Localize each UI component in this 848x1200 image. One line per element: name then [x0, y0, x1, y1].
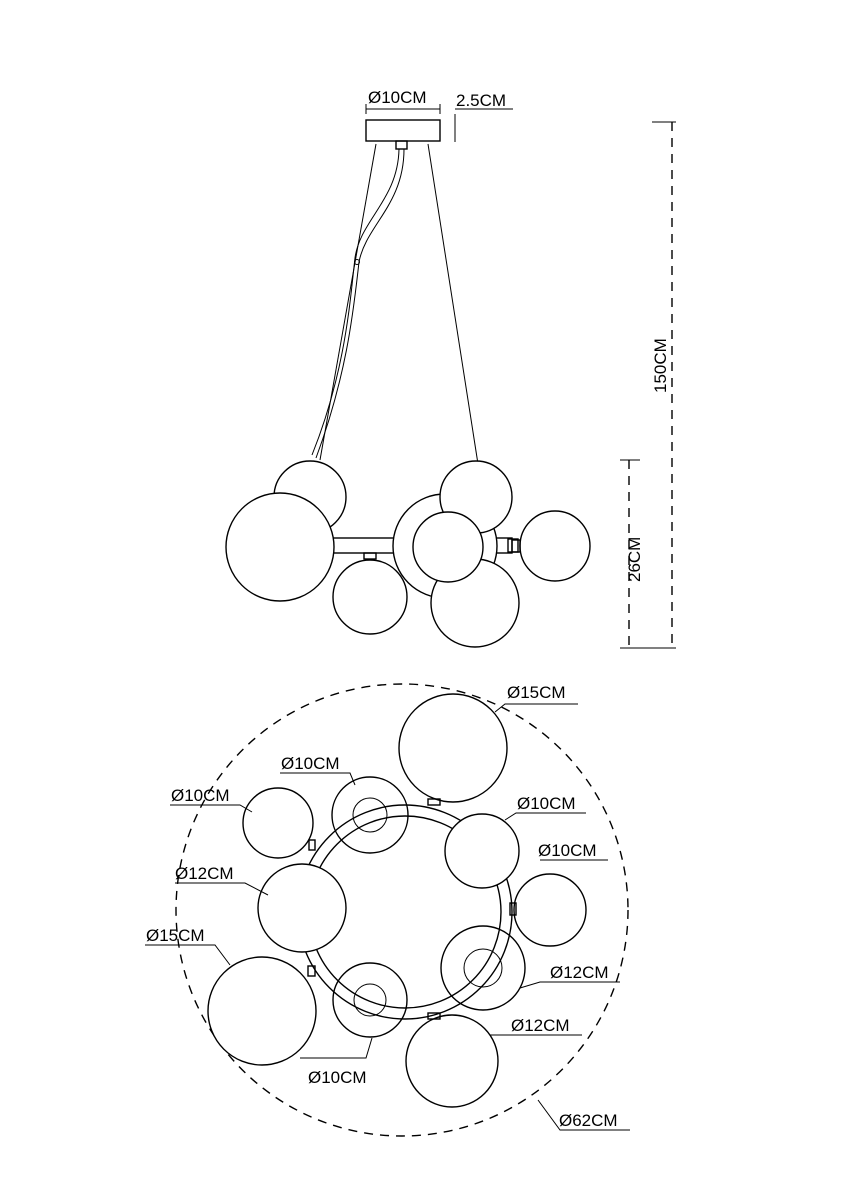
socket-bottom — [427, 1012, 441, 1020]
globe-top-hidden-upper — [331, 776, 409, 854]
label-globe-right: Ø10CM — [538, 841, 597, 860]
socket-mid — [363, 552, 377, 560]
label-globe-left-mid: Ø12CM — [175, 864, 234, 883]
canopy-height-label: 2.5CM — [456, 91, 506, 110]
label-globe-upper-mid: Ø10CM — [281, 754, 340, 773]
cord-clip — [354, 259, 360, 265]
leader-globe-upper-mid — [280, 772, 356, 786]
leader-globe-top-large — [494, 703, 578, 713]
leader-overall-diameter — [537, 1099, 630, 1131]
body-height-label: 26CM — [625, 537, 644, 582]
leader-globe-right-upper — [504, 812, 586, 821]
leader-globe-upper-left — [170, 804, 253, 813]
total-height-label: 150CM — [651, 338, 670, 393]
socket-top — [427, 798, 441, 806]
globe-top-upper-left — [242, 787, 314, 859]
leader-globe-left-large — [145, 944, 231, 966]
globe-top-right-upper — [444, 813, 520, 889]
canopy — [365, 119, 441, 142]
suspension-cable-right — [427, 143, 479, 465]
socket-right — [511, 539, 521, 553]
top-view: Ø15CM Ø10CM Ø10CM Ø10CM Ø10CM Ø12CM Ø15C… — [145, 683, 630, 1137]
globe-top-right — [513, 873, 587, 947]
leader-globe-right-lower — [519, 981, 620, 989]
power-cord — [311, 148, 405, 459]
label-globe-bottom-right: Ø12CM — [511, 1016, 570, 1035]
globe-top-bottom-right — [405, 1014, 499, 1108]
globe-top-hidden-right-inner — [463, 948, 503, 988]
label-globe-right-lower: Ø12CM — [550, 963, 609, 982]
globe-top-large-left — [207, 956, 317, 1066]
globe-top-hidden-bottom — [332, 962, 408, 1038]
globe-top-hidden-upper-inner — [352, 797, 388, 833]
label-globe-top-large: Ø15CM — [507, 683, 566, 702]
leader-globe-left-mid — [175, 882, 269, 896]
arm-end-cap — [507, 538, 519, 553]
socket-right — [509, 902, 517, 916]
globe-top-large-top — [398, 693, 508, 803]
label-globe-left-large: Ø15CM — [146, 926, 205, 945]
globe-side-mid-front — [412, 511, 484, 583]
overall-diameter-outline — [175, 683, 629, 1137]
label-globe-bottom: Ø10CM — [308, 1068, 367, 1087]
side-view: Ø10CM 2.5CM 150CM 26CM — [225, 88, 676, 649]
globe-side-far-right — [519, 510, 591, 582]
canopy-connector — [395, 140, 408, 150]
leader-globe-bottom — [300, 1037, 373, 1059]
label-overall-diameter: Ø62CM — [559, 1111, 618, 1130]
socket-upper-left — [308, 839, 316, 851]
label-globe-upper-left: Ø10CM — [171, 786, 230, 805]
suspension-cable-left — [319, 143, 377, 461]
globe-top-left-mid — [257, 863, 347, 953]
globe-side-lower-mid — [332, 559, 408, 635]
globe-side-large-left — [225, 492, 335, 602]
label-globe-right-upper: Ø10CM — [517, 794, 576, 813]
canopy-diameter-label: Ø10CM — [368, 88, 427, 107]
globe-top-hidden-bottom-inner — [353, 983, 387, 1017]
socket-lower-left — [307, 965, 316, 977]
